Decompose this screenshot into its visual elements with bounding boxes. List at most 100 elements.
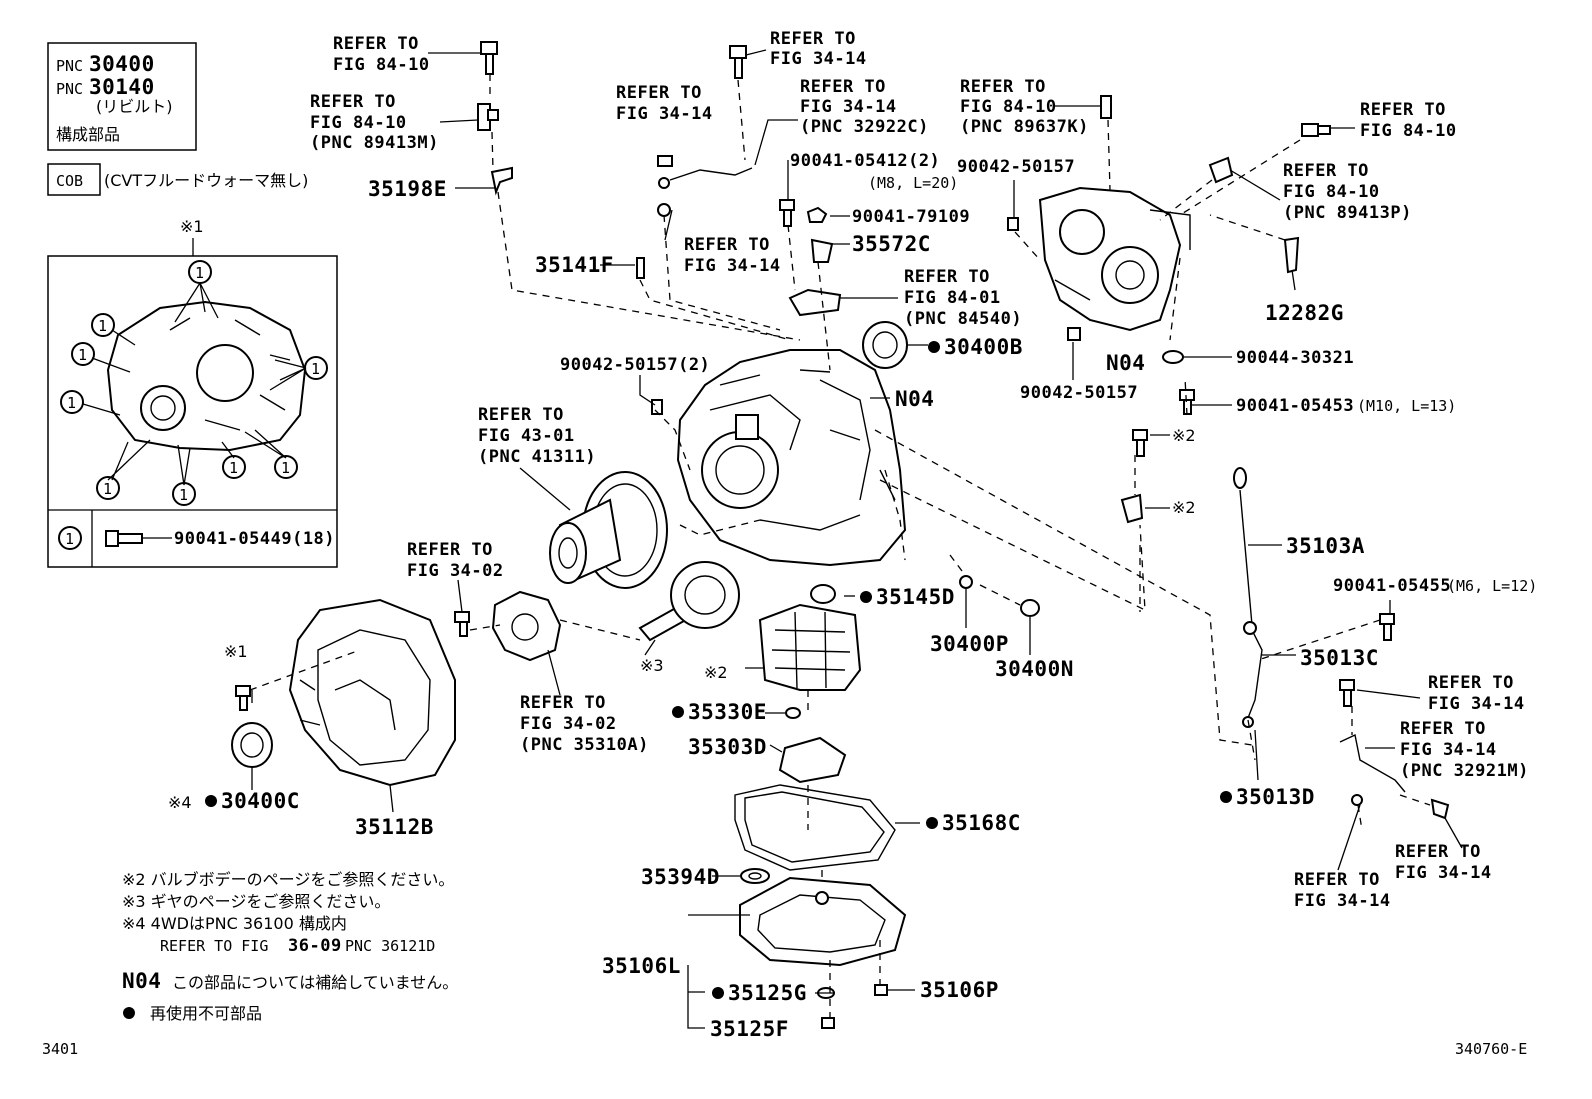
mark-2-bolt: ※2 xyxy=(1172,426,1196,445)
differential-gear xyxy=(549,471,668,589)
washer-35394D xyxy=(740,868,770,884)
circle-1-legend: 1 xyxy=(65,530,74,548)
valve-body xyxy=(758,603,862,691)
refer-r7-b: FIG 84-01 xyxy=(904,288,1001,308)
figure-code: 340760-E xyxy=(1455,1040,1527,1058)
plug-30400N xyxy=(1020,599,1040,617)
cob-code: COB xyxy=(56,172,83,190)
part-35145D: 35145D xyxy=(876,585,955,609)
part-90041-05412: 90041-05412(2) xyxy=(790,151,940,171)
plug-30400P xyxy=(959,575,973,589)
refer-r2-c: (PNC 89413M) xyxy=(310,133,439,153)
oring-35330E xyxy=(785,707,801,719)
pnc-prefix-1: PNC xyxy=(56,57,83,75)
part-35303D: 35303D xyxy=(688,735,767,759)
circle-1-g: 1 xyxy=(229,459,238,477)
refer-r17-b: FIG 34-14 xyxy=(1294,891,1391,911)
note-dot-legend: 再使用不可部品 xyxy=(150,1004,262,1023)
refer-r1-b: FIG 84-10 xyxy=(333,55,430,75)
pnc-30400: 30400 xyxy=(89,52,155,76)
note-3: ※3 ギヤのページをご参照ください。 xyxy=(122,892,390,911)
part-90042-50157-a: 90042-50157 xyxy=(957,157,1075,177)
bolt-icon xyxy=(105,530,143,547)
part-90042-50157-b: 90042-50157 xyxy=(1020,383,1138,403)
refer-r15-c: (PNC 32921M) xyxy=(1400,761,1529,781)
refer-r1-a: REFER TO xyxy=(333,34,419,54)
pnc-30140: 30140 xyxy=(89,75,155,99)
refer-r15-a: REFER TO xyxy=(1400,719,1486,739)
refer-r4-a: REFER TO xyxy=(616,83,702,103)
non-reusable-dot xyxy=(672,706,684,718)
mark-3: ※3 xyxy=(640,656,664,675)
part-N04-main: N04 xyxy=(895,387,934,411)
part-90041-05455: 90041-05455 xyxy=(1333,576,1451,596)
mark-1: ※1 xyxy=(224,642,248,661)
refer-r12-b: FIG 34-02 xyxy=(407,561,504,581)
refer-r13-b: FIG 34-02 xyxy=(520,714,617,734)
converter-housing-35112B xyxy=(288,598,456,787)
part-35198E: 35198E xyxy=(368,177,447,201)
circle-1-c: 1 xyxy=(78,346,87,364)
refer-r6-a: REFER TO xyxy=(684,235,770,255)
cob-box: COB (CVTフルードウォーマ無し) xyxy=(47,163,308,196)
part-35013D: 35013D xyxy=(1236,785,1315,809)
oil-pump xyxy=(491,590,562,662)
refer-r8-b: FIG 84-10 xyxy=(960,97,1057,117)
refer-r10-a: REFER TO xyxy=(1283,161,1369,181)
part-35394D: 35394D xyxy=(641,865,720,889)
assembly-dash-lines xyxy=(249,74,1431,1018)
refer-r16-a: REFER TO xyxy=(1395,842,1481,862)
part-35106P: 35106P xyxy=(920,978,999,1002)
non-reusable-dot xyxy=(860,591,872,603)
inset-mark: ※1 xyxy=(180,217,204,236)
part-30400P: 30400P xyxy=(930,632,1009,656)
part-35106L: 35106L xyxy=(602,954,681,978)
refer-r7-a: REFER TO xyxy=(904,267,990,287)
refer-r14-a: REFER TO xyxy=(1428,673,1514,693)
refer-r8-c: (PNC 89637K) xyxy=(960,117,1089,137)
note-4-fig: 36-09 xyxy=(288,936,342,956)
note-n04-text: この部品については補給していません。 xyxy=(172,973,458,992)
oil-pan-gasket xyxy=(734,784,896,871)
part-35125F: 35125F xyxy=(710,1017,789,1041)
part-35330E: 35330E xyxy=(688,700,767,724)
refer-r14-b: FIG 34-14 xyxy=(1428,694,1525,714)
note-2: ※2 バルブボデーのページをご参照ください。 xyxy=(122,870,454,889)
part-35141F: 35141F xyxy=(535,253,614,277)
refer-r8-a: REFER TO xyxy=(960,77,1046,97)
non-reusable-dot xyxy=(712,987,724,999)
non-reusable-dot xyxy=(123,1007,135,1019)
input-drum xyxy=(638,561,740,642)
mark-4: ※4 xyxy=(168,793,192,812)
refer-r11-c: (PNC 41311) xyxy=(478,447,596,467)
refer-r10-b: FIG 84-10 xyxy=(1283,182,1380,202)
refer-r17-a: REFER TO xyxy=(1294,870,1380,890)
inset-case-bolts: ※1 1 1 1 1 1 1 1 1 1 1 90041-05449 xyxy=(47,217,338,568)
leader-lines xyxy=(251,49,1463,1029)
part-30400B: 30400B xyxy=(944,335,1023,359)
note-4-refer: REFER TO FIG xyxy=(160,937,268,955)
bolts-and-sensors xyxy=(235,41,1450,1029)
refer-r13-c: (PNC 35310A) xyxy=(520,735,649,755)
refer-r7-c: (PNC 84540) xyxy=(904,309,1022,329)
rebuilt-label: (リビルト) xyxy=(96,97,173,116)
circle-1-e: 1 xyxy=(103,480,112,498)
refer-r11-b: FIG 43-01 xyxy=(478,426,575,446)
circle-1-i: 1 xyxy=(311,360,320,378)
refer-r11-a: REFER TO xyxy=(478,405,564,425)
part-90044-30321: 90044-30321 xyxy=(1236,348,1354,368)
washer-90044-30321 xyxy=(1162,350,1184,364)
non-reusable-dot xyxy=(1220,791,1232,803)
seal-30400B xyxy=(862,321,908,369)
plug-35145D xyxy=(810,584,836,604)
refer-r10-c: (PNC 89413P) xyxy=(1283,203,1412,223)
part-35013C: 35013C xyxy=(1300,646,1379,670)
footnotes: ※2 バルブボデーのページをご参照ください。 ※3 ギヤのページをご参照ください… xyxy=(122,870,458,1023)
part-90041-05453: 90041-05453 xyxy=(1236,396,1354,416)
note-n04-code: N04 xyxy=(122,969,161,993)
part-35572C: 35572C xyxy=(852,232,931,256)
side-cover-case xyxy=(1038,186,1191,332)
refer-r5-b: FIG 34-14 xyxy=(800,97,897,117)
part-N04-side: N04 xyxy=(1106,351,1145,375)
